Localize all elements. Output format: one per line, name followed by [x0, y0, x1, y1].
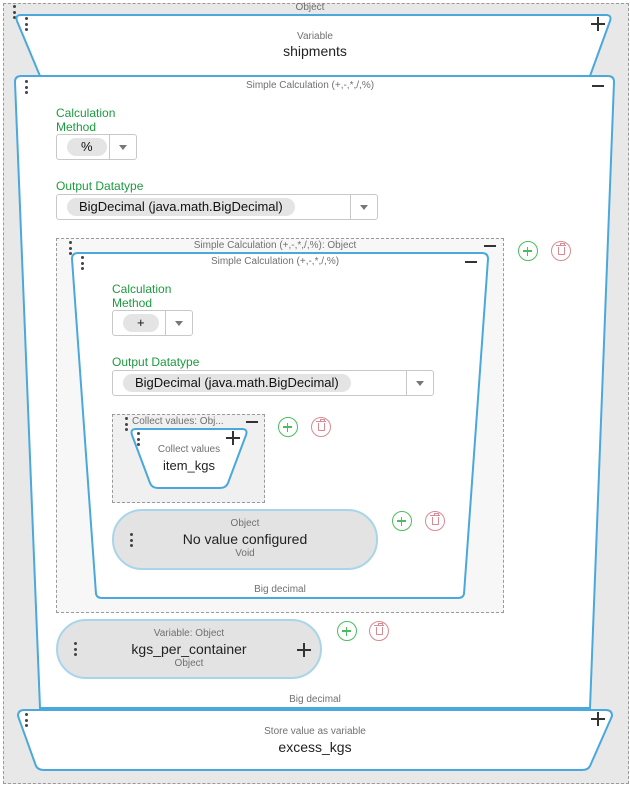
kgs-variable-type-label: Variable: Object [153, 628, 225, 639]
calc-outer-datatype-label: Output Datatype [56, 179, 144, 193]
chevron-down-icon [360, 205, 368, 210]
root-object-header: Object [295, 2, 325, 13]
calc-inner-wrapper-collapse-icon[interactable] [484, 240, 496, 252]
collect-type-label: Collect values [157, 444, 221, 455]
chevron-down-icon [119, 145, 127, 150]
collect-shape [130, 428, 248, 489]
no-value-text: No value configured [182, 531, 308, 547]
collect-wrapper-drag-handle[interactable] [123, 417, 129, 431]
calc-outer-footer: Big decimal [289, 694, 341, 705]
calc-inner-header: Simple Calculation (+,-,*,/,%) [210, 256, 340, 267]
calc-outer-datatype-select[interactable]: BigDecimal (java.math.BigDecimal) [56, 194, 378, 220]
variable-add-icon[interactable] [591, 17, 605, 31]
calc-outer-drag-handle[interactable] [23, 80, 29, 94]
calc-inner-drag-handle[interactable] [79, 256, 85, 270]
kgs-variable-add-icon[interactable] [297, 643, 311, 657]
calc-inner-method-label: Calculation Method [112, 282, 172, 310]
calc-outer-method-select[interactable]: % [56, 134, 137, 160]
store-drag-handle[interactable] [23, 713, 29, 727]
collect-wrapper-collapse-icon[interactable] [246, 416, 258, 428]
chevron-down-icon [416, 381, 424, 386]
calc-inner-datatype-label: Output Datatype [112, 355, 200, 369]
collect-drag-handle[interactable] [135, 432, 141, 446]
calc-inner-delete-button[interactable] [551, 241, 571, 261]
kgs-variable-block[interactable] [56, 619, 322, 679]
collect-delete-button[interactable] [311, 417, 331, 437]
calc-inner-method-value: + [123, 314, 159, 332]
variable-drag-handle[interactable] [23, 17, 29, 31]
variable-name: shipments [283, 43, 347, 59]
kgs-variable-add-button[interactable] [337, 621, 357, 641]
chevron-down-icon [175, 321, 183, 326]
store-block-shape [16, 709, 614, 771]
calc-inner-footer: Big decimal [254, 584, 306, 595]
calc-outer-method-label: Calculation Method [56, 106, 116, 134]
trash-icon [430, 512, 440, 525]
calc-outer-method-value: % [67, 138, 107, 156]
kgs-variable-name: kgs_per_container [131, 641, 247, 657]
variable-type-label: Variable [297, 31, 333, 42]
calc-outer-collapse-icon[interactable] [592, 80, 604, 92]
calc-inner-add-button[interactable] [518, 241, 538, 261]
no-value-add-button[interactable] [392, 511, 412, 531]
calc-inner-wrapper-drag-handle[interactable] [67, 241, 73, 255]
calc-inner-wrapper-header: Simple Calculation (+,-,*,/,%): Object [193, 240, 357, 251]
store-type-label: Store value as variable [264, 726, 366, 737]
kgs-variable-delete-button[interactable] [369, 621, 389, 641]
no-value-drag-handle[interactable] [128, 533, 134, 547]
calc-inner-datatype-value: BigDecimal (java.math.BigDecimal) [123, 374, 351, 392]
calc-outer-header: Simple Calculation (+,-,*,/,%) [245, 80, 375, 91]
calc-outer-datatype-value: BigDecimal (java.math.BigDecimal) [67, 198, 295, 216]
collect-add-icon[interactable] [226, 431, 240, 445]
no-value-sub: Void [235, 548, 255, 559]
trash-icon [556, 242, 566, 255]
calc-inner-method-select[interactable]: + [112, 310, 193, 336]
no-value-block[interactable] [112, 509, 378, 570]
calc-inner-datatype-select[interactable]: BigDecimal (java.math.BigDecimal) [112, 370, 434, 396]
collect-name: item_kgs [162, 458, 216, 473]
collect-add-button[interactable] [278, 417, 298, 437]
store-add-icon[interactable] [591, 712, 605, 726]
no-value-type-label: Object [230, 518, 260, 529]
store-name: excess_kgs [278, 739, 352, 755]
kgs-variable-drag-handle[interactable] [72, 642, 78, 656]
collect-wrapper-header: Collect values: Obj... [132, 416, 224, 427]
calc-inner-collapse-icon[interactable] [465, 256, 477, 268]
root-drag-handle[interactable] [11, 5, 17, 19]
trash-icon [316, 418, 326, 431]
kgs-variable-sub: Object [174, 658, 204, 669]
trash-icon [374, 622, 384, 635]
no-value-delete-button[interactable] [425, 511, 445, 531]
